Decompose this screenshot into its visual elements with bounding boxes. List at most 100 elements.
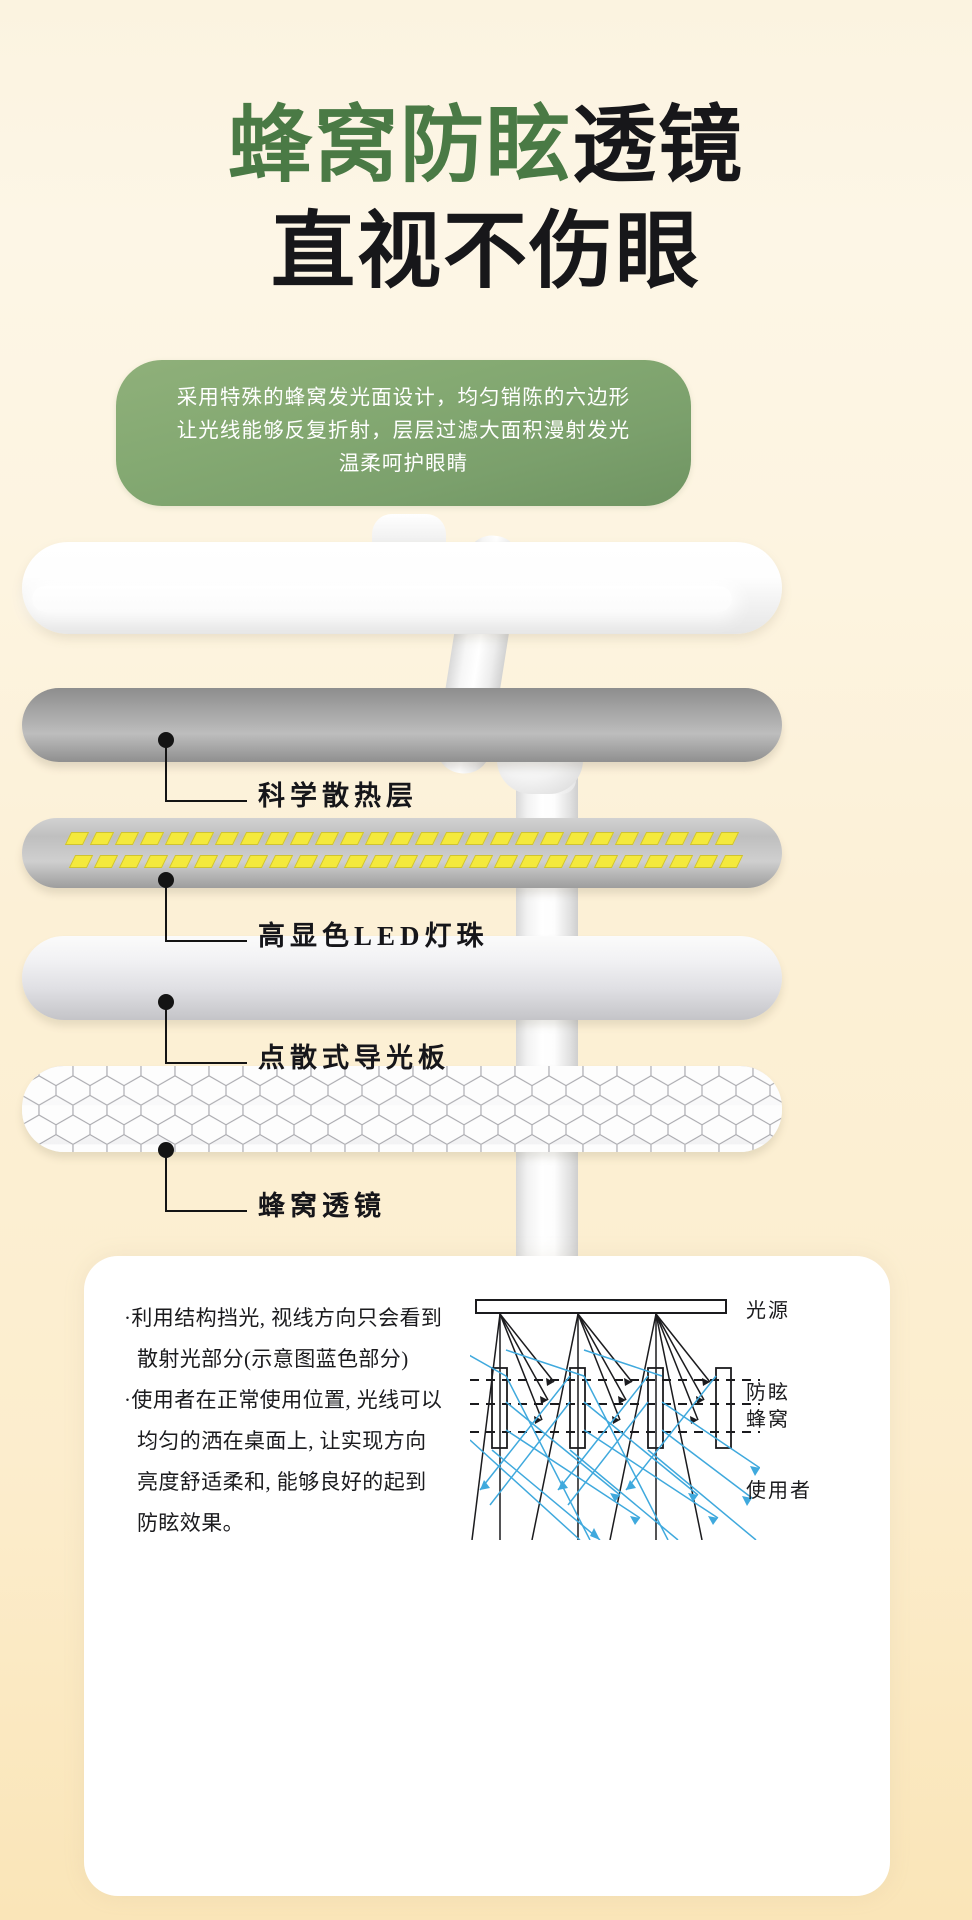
led-chip	[89, 832, 115, 845]
callout-vertical-line	[165, 1006, 168, 1064]
led-chip	[139, 832, 165, 845]
led-chip	[118, 855, 144, 868]
led-chip	[364, 832, 390, 845]
led-chip	[464, 832, 490, 845]
diagram-label-light-source: 光源	[746, 1300, 790, 1322]
led-chip	[164, 832, 190, 845]
led-chip	[568, 855, 594, 868]
callout-horizontal-line	[165, 800, 247, 803]
explanation-text-block: ·利用结构挡光, 视线方向只会看到 散射光部分(示意图蓝色部分) ·使用者在正常…	[124, 1298, 454, 1544]
led-chip	[239, 832, 265, 845]
callout-horizontal-line	[165, 1062, 247, 1065]
light-ray-diagram	[470, 1299, 760, 1540]
led-chip	[668, 855, 694, 868]
led-chip	[468, 855, 494, 868]
description-line-3: 温柔呵护眼睛	[338, 453, 469, 476]
lamp-head-panel	[22, 542, 782, 634]
description-callout-box: 采用特殊的蜂窝发光面设计，均匀销陈的六边形 让光线能够反复折射，层层过滤大面积漫…	[116, 360, 691, 506]
honeycomb-pattern-icon	[22, 1066, 782, 1152]
led-chip	[518, 855, 544, 868]
led-chip	[243, 855, 269, 868]
led-chip	[268, 855, 294, 868]
led-chip	[514, 832, 540, 845]
explanation-card: ·利用结构挡光, 视线方向只会看到 散射光部分(示意图蓝色部分) ·使用者在正常…	[84, 1256, 890, 1896]
callout-label-heat: 科学散热层	[258, 781, 418, 811]
callout-dot-icon	[158, 994, 174, 1010]
led-chip	[368, 855, 394, 868]
led-chip	[539, 832, 565, 845]
led-chip	[643, 855, 669, 868]
led-chip	[168, 855, 194, 868]
bullet-2-line-1: ·使用者在正常使用位置, 光线可以	[124, 1387, 443, 1412]
led-chip	[189, 832, 215, 845]
bullet-1-line-2: 散射光部分(示意图蓝色部分)	[137, 1346, 409, 1371]
led-chip	[193, 855, 219, 868]
page-title: 蜂窝防眩透镜 直视不伤眼	[0, 96, 972, 305]
callout-vertical-line	[165, 884, 168, 942]
led-chip	[564, 832, 590, 845]
led-chip	[418, 855, 444, 868]
honeycomb-lens-layer	[22, 1066, 782, 1152]
callout-vertical-line	[165, 744, 168, 802]
led-chip	[218, 855, 244, 868]
led-chip	[314, 832, 340, 845]
lamp-light-strip	[32, 586, 732, 612]
led-chip	[593, 855, 619, 868]
led-chip	[689, 832, 715, 845]
callout-dot-icon	[158, 872, 174, 888]
lamp-exploded-diagram: 科学散热层 高显色LED灯珠 点散式导光板 蜂窝透镜	[0, 500, 972, 1522]
callout-dot-icon	[158, 1142, 174, 1158]
diagram-label-anti-glare-honeycomb: 防眩 蜂窝	[746, 1382, 790, 1431]
callout-label-lens: 蜂窝透镜	[258, 1191, 386, 1221]
led-chip	[393, 855, 419, 868]
callout-label-guide: 点散式导光板	[258, 1043, 450, 1073]
led-chip	[114, 832, 140, 845]
callout-dot-icon	[158, 732, 174, 748]
title-green-part: 蜂窝防眩	[227, 100, 572, 193]
led-chip	[414, 832, 440, 845]
led-chip	[439, 832, 465, 845]
bullet-2-line-4: 防眩效果。	[137, 1510, 244, 1535]
title-line-2: 直视不伤眼	[270, 206, 701, 300]
led-chip	[289, 832, 315, 845]
description-line-2: 让光线能够反复折射，层层过滤大面积漫射发光	[176, 420, 631, 443]
led-board-layer	[22, 818, 782, 888]
led-chip	[343, 855, 369, 868]
diagram-direct-rays	[471, 1313, 711, 1540]
led-chip	[339, 832, 365, 845]
led-chip	[443, 855, 469, 868]
led-chip-row-top	[64, 832, 740, 848]
led-chip	[639, 832, 665, 845]
heat-dissipation-layer	[22, 688, 782, 762]
bullet-1-line-1: ·利用结构挡光, 视线方向只会看到	[124, 1306, 443, 1330]
led-chip-grid	[64, 832, 744, 874]
led-chip	[389, 832, 415, 845]
led-chip	[143, 855, 169, 868]
description-line-1: 采用特殊的蜂窝发光面设计，均匀销陈的六边形	[176, 387, 631, 409]
callout-vertical-line	[165, 1154, 168, 1212]
led-chip	[64, 832, 90, 845]
led-chip	[493, 855, 519, 868]
led-chip	[714, 832, 740, 845]
led-chip	[93, 855, 119, 868]
led-chip	[664, 832, 690, 845]
callout-horizontal-line	[165, 940, 247, 943]
title-line-1: 蜂窝防眩透镜	[0, 96, 972, 198]
led-chip	[489, 832, 515, 845]
callout-label-led: 高显色LED灯珠	[258, 921, 489, 951]
led-chip	[589, 832, 615, 845]
led-chip	[68, 855, 94, 868]
led-chip	[693, 855, 719, 868]
led-chip	[614, 832, 640, 845]
bullet-2-line-2: 均匀的洒在桌面上, 让实现方向	[137, 1428, 427, 1453]
led-chip	[618, 855, 644, 868]
led-chip	[264, 832, 290, 845]
led-chip	[543, 855, 569, 868]
diagram-label-user: 使用者	[746, 1480, 812, 1502]
bullet-2-line-3: 亮度舒适柔和, 能够良好的起到	[137, 1469, 427, 1494]
callout-horizontal-line	[165, 1210, 247, 1213]
led-chip	[214, 832, 240, 845]
led-chip	[318, 855, 344, 868]
light-guide-plate-layer	[22, 936, 782, 1020]
